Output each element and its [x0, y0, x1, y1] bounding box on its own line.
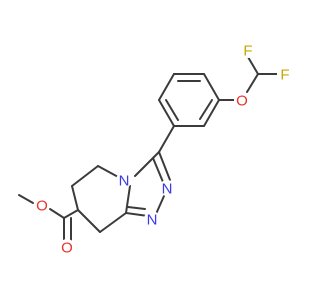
bond-ar-6 [203, 99, 220, 127]
f-right-label: F [280, 67, 289, 84]
bond-tz-c3-n2 [158, 151, 171, 181]
atom-o-ether: O [234, 92, 250, 110]
bond-tz-c3-n4 [134, 151, 160, 177]
atom-o-ester-single: O [34, 197, 50, 215]
bond-c7-carbonyl [63, 209, 79, 219]
atom-f-right: F [277, 66, 293, 84]
bond-chf2-o [246, 73, 259, 93]
atom-n-ring: N [116, 172, 132, 190]
bond-c5-c6 [71, 165, 99, 187]
o-ester-double-label: O [61, 240, 73, 257]
atom-n-bottom: N [144, 211, 160, 229]
n-ring-label: N [119, 173, 130, 190]
bond-c8-c8a [99, 212, 127, 233]
bond-ar-1 [203, 73, 220, 101]
bond-carbonyl-o-single [49, 208, 65, 219]
bond-ar-inner-3 [199, 99, 213, 120]
bond-ar-inner-2 [165, 99, 179, 121]
atom-f-top: F [240, 42, 256, 60]
bond-aryl-triazole [158, 125, 175, 153]
bond-ar-3 [158, 73, 175, 101]
bond-c6-c7 [71, 185, 79, 211]
bond-chf2-f-top [247, 56, 259, 75]
bond-tz-n1-c8a [125, 212, 149, 217]
atom-n-right: N [159, 180, 175, 198]
bond-ar-4 [158, 99, 175, 127]
structure-svg: F F O N N N O O [18, 42, 293, 257]
bond-tz-n1-c8a-double [127, 206, 146, 210]
bond-o-methyl [18, 194, 34, 204]
bond-n4-c5 [97, 165, 121, 179]
bond-c7-c8 [77, 209, 101, 233]
bond-tz-n2-n1 [155, 195, 165, 215]
n-right-label: N [162, 181, 173, 198]
atom-o-ester-double: O [59, 239, 75, 257]
bond-tz-c3-n2-double [152, 157, 164, 183]
f-top-label: F [243, 43, 252, 60]
n-bottom-label: N [147, 212, 158, 229]
bond-tz-c8a-n4 [125, 185, 131, 214]
o-ester-single-label: O [36, 198, 48, 215]
molecule-diagram: F F O N N N O O [18, 42, 293, 257]
o-ether-label: O [236, 93, 248, 110]
